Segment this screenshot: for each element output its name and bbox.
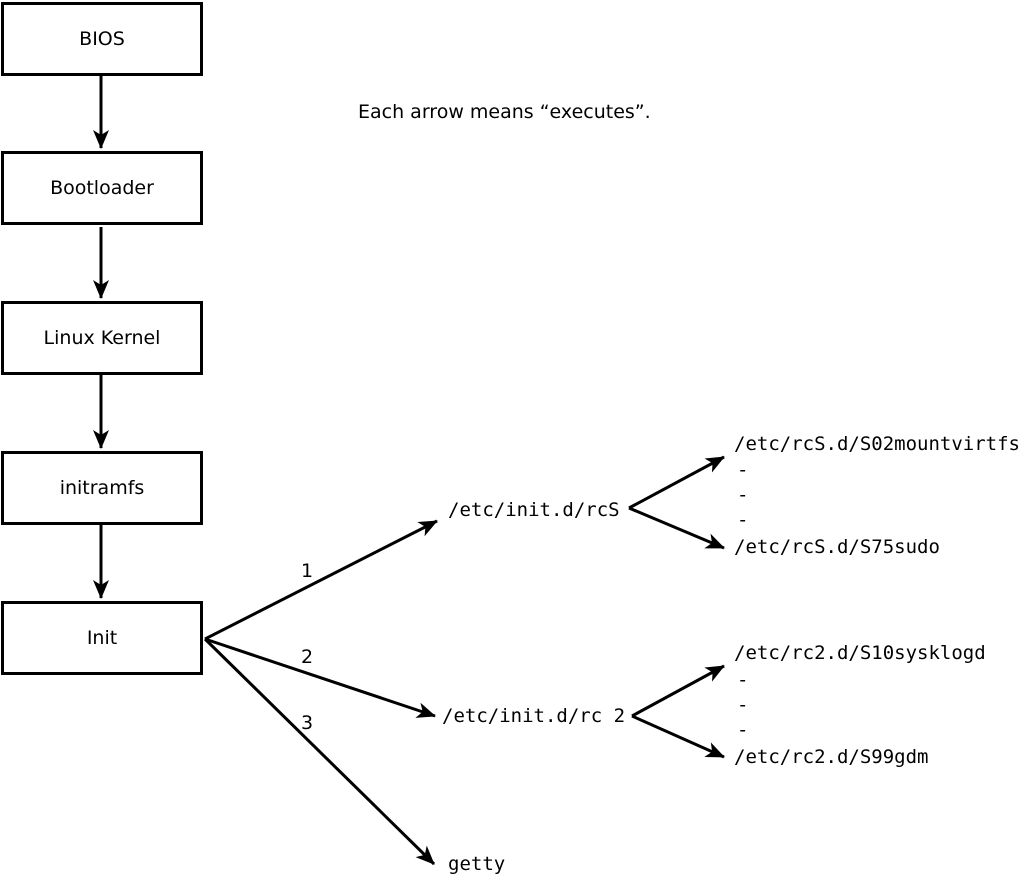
branch-order-1: 1 [300, 560, 314, 582]
rc2-ellipsis-dash: - [737, 669, 749, 691]
rcs-ellipsis-dash: - [737, 509, 749, 531]
arrow-rc2-to-first-script [631, 664, 725, 718]
branch-order-3: 3 [300, 712, 314, 734]
rcs-last-script: /etc/rcS.d/S75sudo [734, 536, 940, 558]
box-linux-kernel: Linux Kernel [1, 301, 203, 375]
arrow-init-to-rc2 [204, 637, 436, 718]
rc2-ellipsis-dash: - [737, 694, 749, 716]
rc2-ellipsis-dash: - [737, 719, 749, 741]
box-init: Init [1, 601, 203, 675]
box-bootloader: Bootloader [1, 151, 203, 225]
box-bios: BIOS [1, 2, 203, 76]
arrow-rcs-to-first-script [628, 455, 725, 510]
arrow-init-to-getty [203, 637, 436, 866]
target-rc2-script: /etc/init.d/rc 2 [442, 705, 626, 727]
rcs-ellipsis-dash: - [737, 459, 749, 481]
legend-note: Each arrow means “executes”. [358, 101, 651, 123]
rcs-ellipsis-dash: - [737, 484, 749, 506]
rcs-first-script: /etc/rcS.d/S02mountvirtfs [734, 433, 1020, 455]
rc2-last-script: /etc/rc2.d/S99gdm [734, 746, 929, 768]
arrow-init-to-rcs [204, 519, 438, 641]
branch-order-2: 2 [300, 646, 314, 668]
rc2-first-script: /etc/rc2.d/S10sysklogd [734, 642, 986, 664]
arrow-rc2-to-last-script [631, 714, 725, 759]
target-getty: getty [448, 853, 506, 875]
arrow-rcs-to-last-script [628, 506, 725, 550]
target-rcs-script: /etc/init.d/rcS [448, 499, 620, 521]
box-initramfs: initramfs [1, 451, 203, 525]
